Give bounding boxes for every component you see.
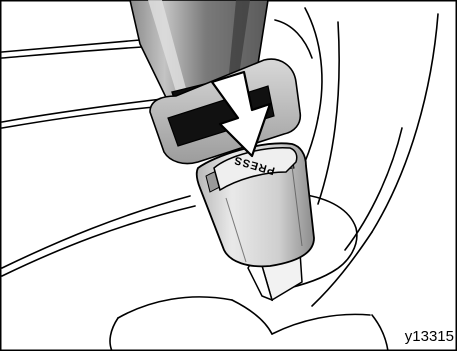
figure-code: y13315: [404, 328, 455, 345]
